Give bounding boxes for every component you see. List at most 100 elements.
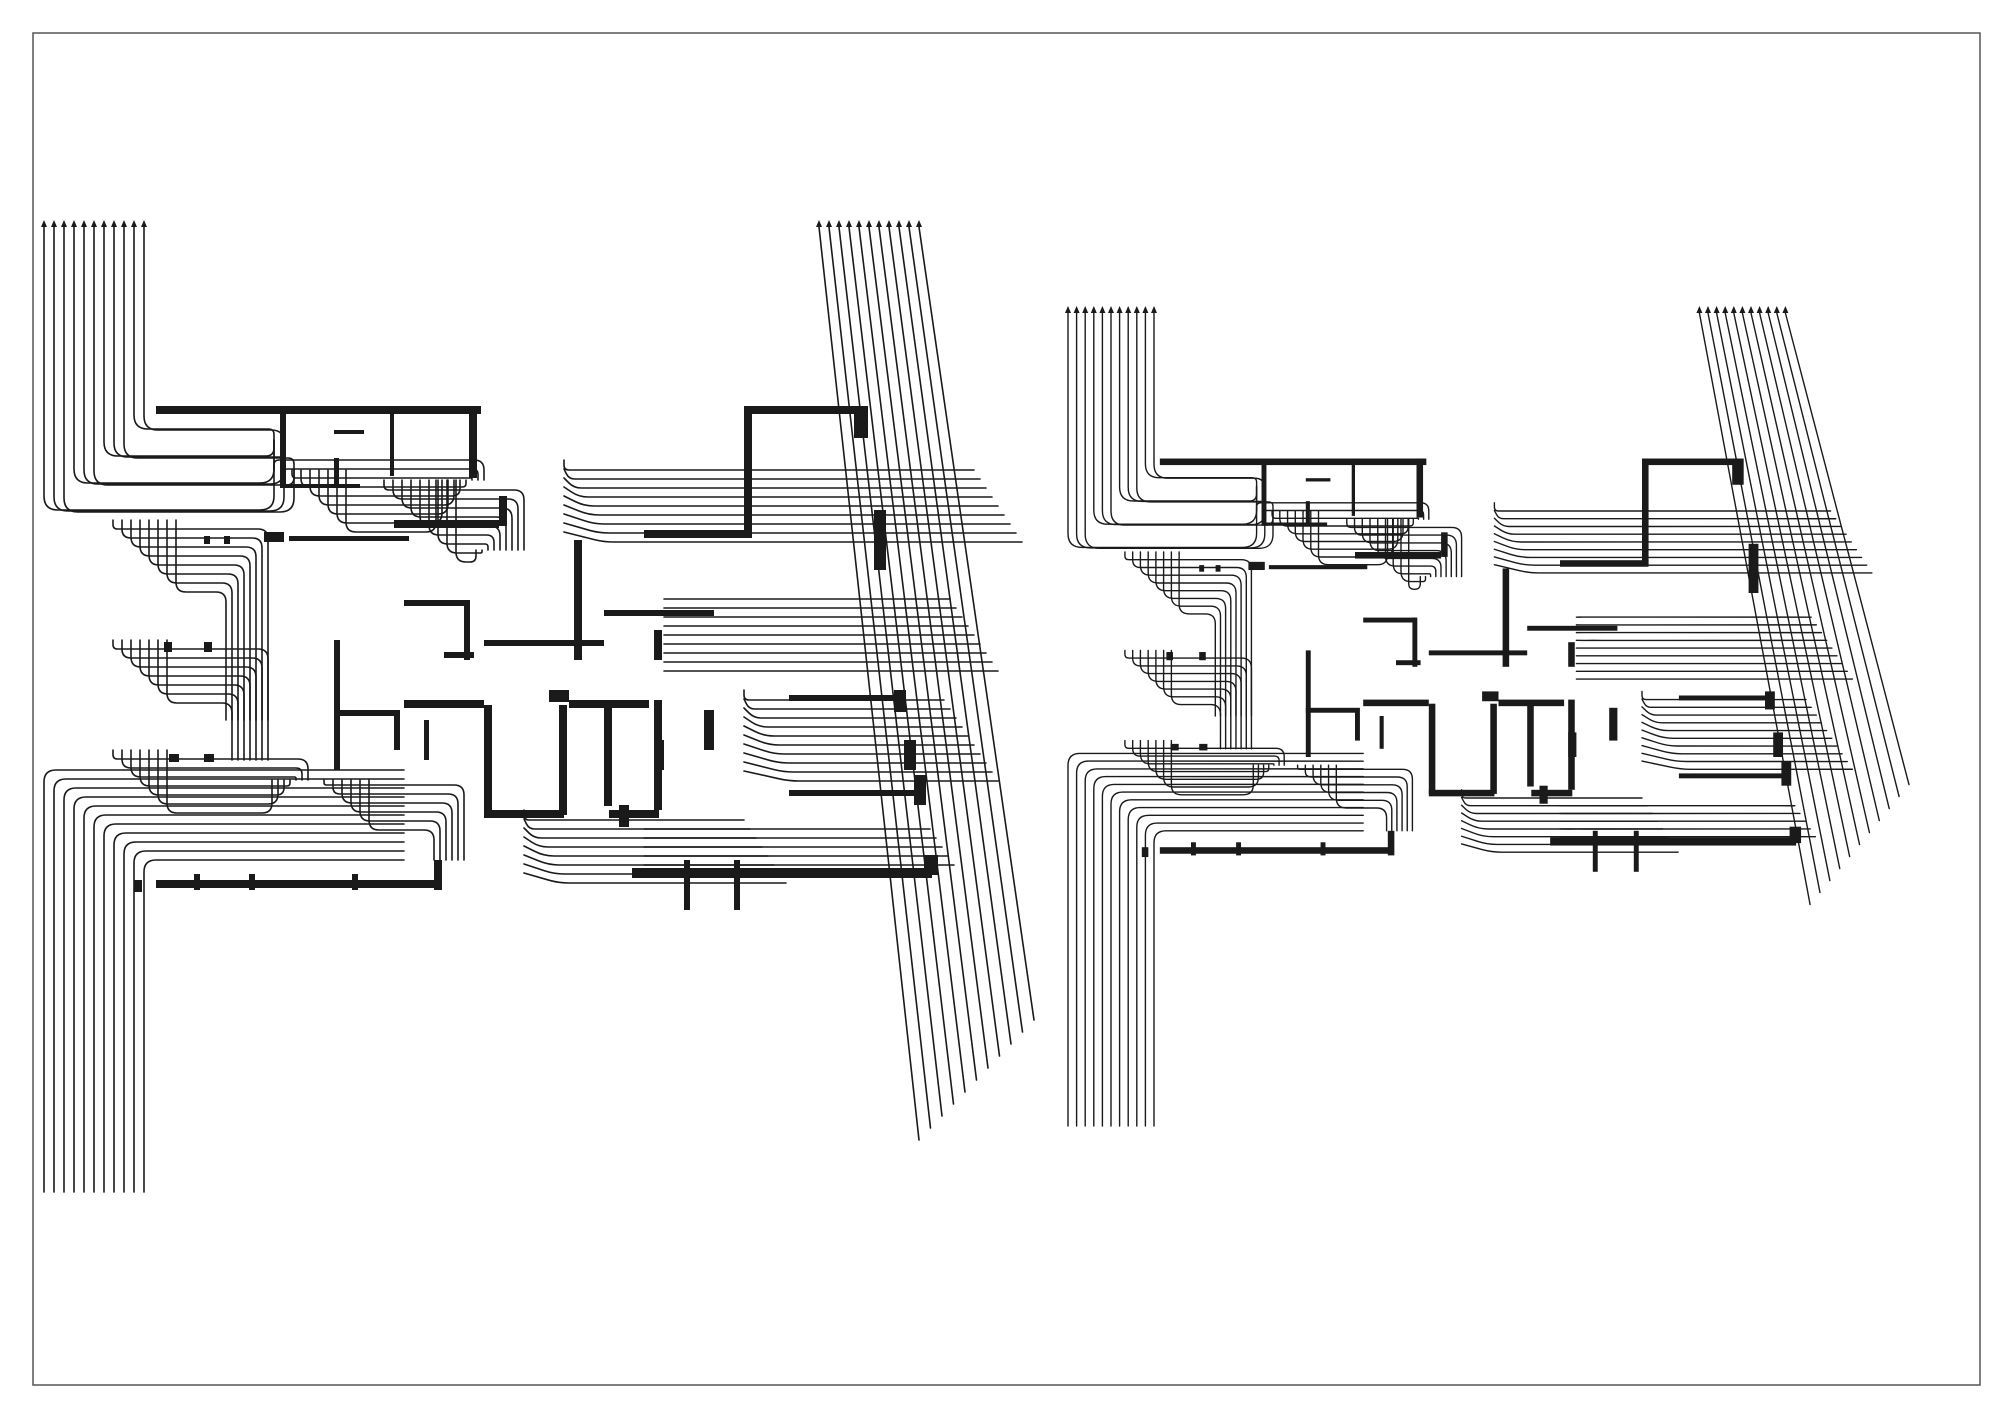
flow-line xyxy=(121,519,263,721)
wall xyxy=(874,510,886,570)
arrowhead xyxy=(856,220,862,227)
flow-line xyxy=(908,226,1024,1033)
flow-line xyxy=(743,734,975,746)
wall xyxy=(334,430,364,434)
wall xyxy=(1261,522,1328,526)
flow-line xyxy=(743,752,987,764)
wall xyxy=(1379,716,1384,749)
flow-line xyxy=(1124,649,1253,750)
wall xyxy=(334,640,340,770)
walls xyxy=(1141,458,1802,872)
wall xyxy=(1159,458,1427,466)
arrowhead xyxy=(91,220,97,227)
flow-line xyxy=(139,639,251,761)
flow-line xyxy=(273,459,485,481)
wall xyxy=(394,710,400,750)
walls xyxy=(134,406,938,910)
flow-line xyxy=(818,226,920,1141)
flow-line xyxy=(1408,518,1422,591)
flow-line xyxy=(112,639,269,761)
flow-line xyxy=(858,226,966,1093)
wall xyxy=(549,690,569,702)
flow-line xyxy=(113,226,285,458)
flow-line xyxy=(1641,744,1843,755)
wall xyxy=(1609,707,1618,741)
wall xyxy=(334,710,394,716)
wall xyxy=(734,860,740,910)
flow-line xyxy=(1641,737,1838,747)
arrowhead xyxy=(111,220,117,227)
flow-line xyxy=(1641,752,1848,763)
flow-line xyxy=(1641,690,1807,701)
flow-line xyxy=(828,226,932,1129)
flow-line xyxy=(139,749,291,787)
flow-line xyxy=(1776,312,1900,798)
flow-arrowheads-left xyxy=(1065,306,1157,313)
arrowhead xyxy=(1765,306,1772,313)
flow-line xyxy=(1400,518,1427,583)
wall xyxy=(1732,458,1744,485)
flow-line xyxy=(1084,311,1274,550)
arrowhead xyxy=(1782,306,1789,313)
wall xyxy=(1765,691,1775,710)
wall xyxy=(619,805,629,827)
flow-line xyxy=(157,639,239,761)
flow-line xyxy=(359,779,441,861)
arrowhead xyxy=(71,220,77,227)
flow-line xyxy=(1075,760,1364,1127)
flow-line xyxy=(1170,739,1254,796)
flow-line xyxy=(1493,556,1868,566)
wall xyxy=(559,705,567,815)
flow-line xyxy=(1641,760,1854,770)
flow-line xyxy=(1155,649,1232,750)
flow-line xyxy=(1767,312,1890,810)
flow-line xyxy=(878,226,989,1069)
wall xyxy=(464,600,470,660)
flow-line xyxy=(43,226,275,511)
wall xyxy=(1191,842,1196,856)
wall xyxy=(224,536,230,544)
wall xyxy=(352,874,358,890)
arrowhead xyxy=(1065,306,1071,313)
flow-line xyxy=(918,226,1035,1021)
wall xyxy=(484,640,604,646)
flow-line xyxy=(148,639,245,761)
flow-line xyxy=(401,479,513,551)
flow-line xyxy=(1147,649,1237,750)
flow-arrowheads-left xyxy=(41,220,147,227)
flow-line xyxy=(1110,311,1274,526)
arrowhead xyxy=(1082,306,1089,313)
flow-line xyxy=(1361,518,1452,578)
arrowhead xyxy=(1739,306,1746,313)
arrowhead xyxy=(1705,306,1711,313)
flow-line xyxy=(1460,820,1664,830)
wall xyxy=(169,754,179,762)
flow-line xyxy=(1136,311,1274,512)
flow-line xyxy=(1162,739,1260,788)
wall xyxy=(1141,847,1149,858)
flow-line xyxy=(93,814,405,1193)
flow-line xyxy=(455,479,477,563)
wall xyxy=(569,700,649,708)
flow-line xyxy=(1101,311,1266,526)
flow-line xyxy=(103,823,405,1193)
wall xyxy=(1498,699,1565,707)
flow-line xyxy=(848,226,955,1105)
flow-line xyxy=(291,469,473,481)
arrowhead xyxy=(916,220,922,227)
flow-line xyxy=(350,779,447,861)
flow-line xyxy=(1170,551,1222,717)
wall xyxy=(609,810,659,818)
wall xyxy=(424,720,429,760)
flow-line xyxy=(743,716,963,728)
flow-line xyxy=(1392,518,1432,578)
wall xyxy=(1789,826,1802,844)
arrowhead xyxy=(101,220,107,227)
arrowhead xyxy=(876,220,882,227)
flow-line xyxy=(563,504,1005,516)
flow-lines xyxy=(43,226,1035,1193)
flow-line xyxy=(383,479,525,551)
flow-line xyxy=(1144,822,1364,1127)
